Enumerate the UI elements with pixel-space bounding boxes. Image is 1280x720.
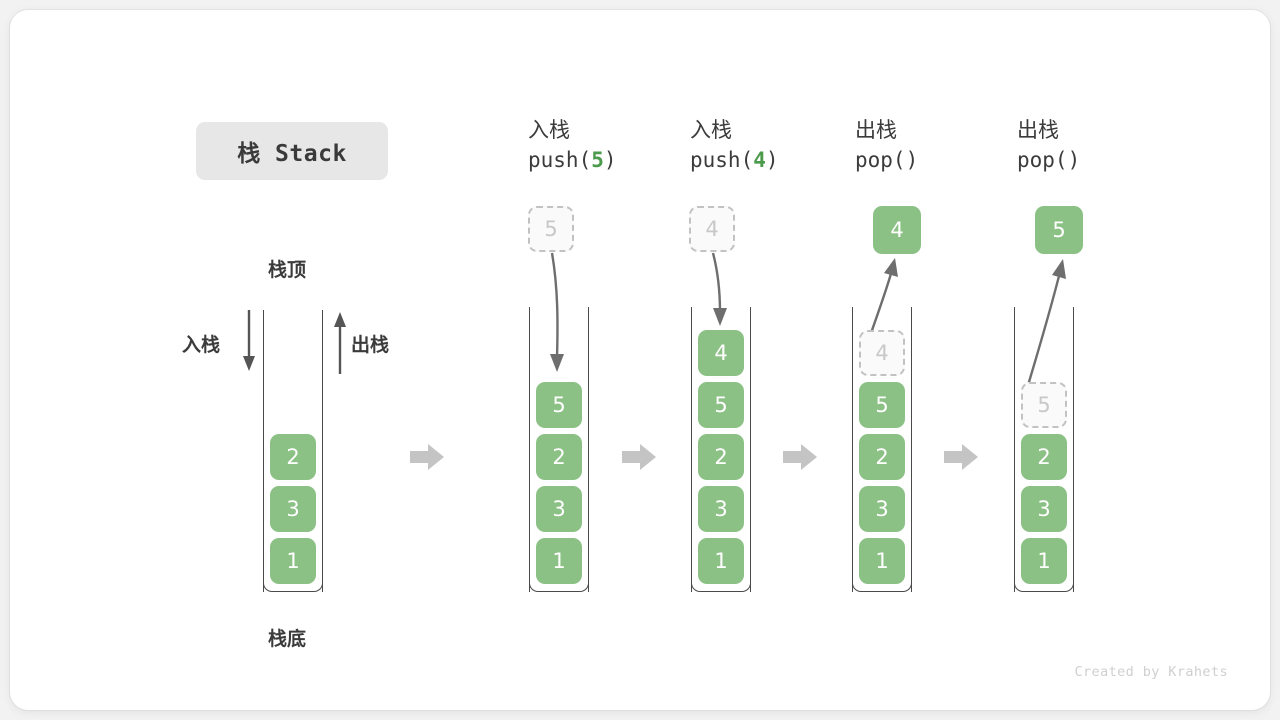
stack-walls <box>691 307 751 592</box>
code-prefix: pop( <box>1017 148 1068 172</box>
stack-cell: 2 <box>698 434 744 480</box>
stack-bottom-wall <box>852 576 912 592</box>
push-motion-arrow <box>711 252 727 326</box>
code-prefix: pop( <box>855 148 906 172</box>
step-separator-arrow <box>410 444 444 470</box>
push-direction-arrow <box>243 310 255 371</box>
stack-cell: 2 <box>1021 434 1067 480</box>
pop-legend-label: 出栈 <box>351 334 390 356</box>
stack-cell: 1 <box>270 538 316 584</box>
stack-walls <box>529 307 589 592</box>
stack-cell: 3 <box>1021 486 1067 532</box>
column-heading-push-5: 入栈 push(5) <box>528 115 688 175</box>
stack-walls <box>263 310 323 592</box>
code-suffix: ) <box>603 148 617 172</box>
column-heading-code: push(5) <box>528 145 688 175</box>
push-legend-label: 入栈 <box>182 334 221 356</box>
stack-walls <box>852 307 912 592</box>
column-heading-code: pop() <box>855 145 1015 175</box>
column-heading-code: push(4) <box>690 145 850 175</box>
credit-label: Created by Krahets <box>1074 664 1228 680</box>
code-arg: 5 <box>591 148 604 172</box>
code-prefix: push( <box>528 148 592 172</box>
column-heading-pop-5: 出栈 pop() <box>1017 115 1177 175</box>
stack-bottom-label: 栈底 <box>268 628 307 650</box>
stack-bottom-wall <box>529 576 589 592</box>
stack-cell: 4 <box>698 330 744 376</box>
column-heading-cn: 出栈 <box>855 118 897 142</box>
step-separator-arrow <box>622 444 656 470</box>
code-suffix: ) <box>905 148 919 172</box>
pop-direction-arrow <box>334 312 346 374</box>
popped-value-cell: 4 <box>873 206 921 254</box>
stack-cell: 3 <box>270 486 316 532</box>
stack-bottom-wall <box>263 576 323 592</box>
stack-cell: 2 <box>536 434 582 480</box>
stack-cell-vacated: 4 <box>859 330 905 376</box>
floating-ghost-cell: 5 <box>528 206 574 252</box>
stack-cell: 3 <box>859 486 905 532</box>
stack-top-label: 栈顶 <box>268 259 307 281</box>
figure-title: 栈 Stack <box>196 122 388 180</box>
column-heading-cn: 入栈 <box>528 118 570 142</box>
code-prefix: push( <box>690 148 754 172</box>
stack-cell: 3 <box>698 486 744 532</box>
stack-walls <box>1014 307 1074 592</box>
figure-card: 栈 Stack 入栈 push(5) 入栈 push(4) 出栈 pop() 出… <box>10 10 1270 710</box>
stack-cell: 3 <box>536 486 582 532</box>
stack-cell: 1 <box>698 538 744 584</box>
stack-cell: 2 <box>270 434 316 480</box>
code-arg: 4 <box>753 148 766 172</box>
stack-cell: 1 <box>1021 538 1067 584</box>
floating-ghost-cell: 4 <box>689 206 735 252</box>
stack-cell: 1 <box>859 538 905 584</box>
column-heading-code: pop() <box>1017 145 1177 175</box>
stack-cell-vacated: 5 <box>1021 382 1067 428</box>
stack-bottom-wall <box>691 576 751 592</box>
column-heading-push-4: 入栈 push(4) <box>690 115 850 175</box>
popped-value-cell: 5 <box>1035 206 1083 254</box>
column-heading-cn: 出栈 <box>1017 118 1059 142</box>
stack-cell: 5 <box>698 382 744 428</box>
code-suffix: ) <box>765 148 779 172</box>
stack-cell: 5 <box>859 382 905 428</box>
stack-cell: 2 <box>859 434 905 480</box>
push-motion-arrow <box>550 252 564 372</box>
code-suffix: ) <box>1067 148 1081 172</box>
pop-motion-arrow <box>1024 259 1066 393</box>
stack-cell: 5 <box>536 382 582 428</box>
stack-bottom-wall <box>1014 576 1074 592</box>
column-heading-pop-4: 出栈 pop() <box>855 115 1015 175</box>
step-separator-arrow <box>783 444 817 470</box>
step-separator-arrow <box>944 444 978 470</box>
stack-cell: 1 <box>536 538 582 584</box>
column-heading-cn: 入栈 <box>690 118 732 142</box>
